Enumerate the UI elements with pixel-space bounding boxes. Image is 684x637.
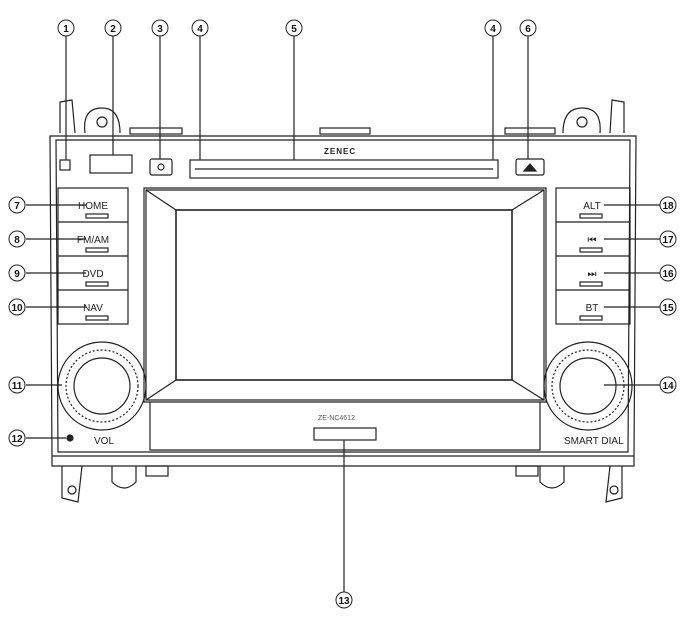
top-rail-right — [504, 127, 556, 135]
home-button: HOME — [78, 201, 108, 212]
alt-button: ALT — [583, 201, 601, 212]
top-rail-center — [319, 127, 371, 135]
callout-13: 13 — [338, 596, 350, 607]
callout-6: 6 — [525, 24, 531, 35]
callout-1: 1 — [63, 24, 69, 35]
brand-label: ZENEC — [324, 147, 356, 156]
dvd-button: DVD — [82, 269, 103, 280]
callout-17: 17 — [662, 235, 674, 246]
sd-slot — [89, 154, 133, 174]
disc-slot — [189, 159, 499, 179]
screen-bezel — [143, 187, 547, 403]
nav-button: NAV — [83, 303, 103, 314]
callout-12: 12 — [11, 434, 23, 445]
fm-am-button: FM/AM — [77, 235, 109, 246]
smart-dial-knob — [543, 341, 633, 431]
faceplate-outline — [49, 135, 637, 457]
volume-knob — [57, 341, 147, 431]
right-top-lug — [562, 107, 601, 134]
callout-3: 3 — [157, 24, 163, 35]
callout-15: 15 — [662, 303, 674, 314]
callout-9: 9 — [14, 269, 20, 280]
power-button — [149, 158, 173, 176]
callout-18: 18 — [662, 201, 674, 212]
left-bottom-bracket — [61, 465, 83, 503]
callout-5: 5 — [291, 24, 297, 35]
callout-16: 16 — [662, 269, 674, 280]
microphone — [66, 434, 74, 442]
callout-7: 7 — [14, 201, 20, 212]
right-bottom-bracket — [605, 465, 623, 503]
left-top-bracket — [59, 99, 76, 134]
reset-button — [59, 159, 71, 171]
next-track-button: ⏭ — [588, 269, 597, 280]
front-usb-cover — [313, 427, 377, 441]
callout-2: 2 — [110, 24, 116, 35]
vol-label: VOL — [94, 436, 114, 447]
left-top-lug — [84, 107, 121, 134]
callout-11: 11 — [12, 381, 23, 392]
previous-track-button: ⏮ — [588, 235, 597, 246]
right-top-bracket — [609, 99, 625, 134]
callout-4b: 4 — [490, 24, 496, 35]
callouts — [8, 19, 677, 609]
model-label: ZE-NC4612 — [318, 415, 355, 422]
screen — [175, 209, 513, 381]
callout-4a: 4 — [197, 24, 203, 35]
callout-14: 14 — [662, 381, 674, 392]
bt-button: BT — [586, 303, 599, 314]
smart-dial-label: SMART DIAL — [564, 436, 624, 447]
callout-8: 8 — [14, 235, 20, 246]
eject-button — [515, 158, 545, 176]
callout-10: 10 — [11, 303, 23, 314]
top-rail-left — [129, 127, 183, 135]
